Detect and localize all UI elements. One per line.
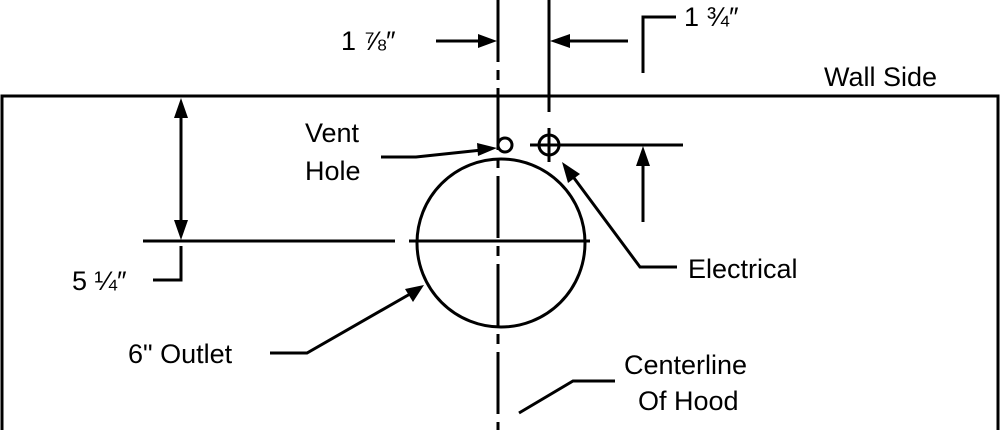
dim-left-offset-label: 1 ⅞″ — [341, 26, 396, 56]
outlet-circle — [415, 157, 587, 329]
wall-side-label: Wall Side — [824, 62, 937, 92]
outlet-leader — [270, 292, 411, 355]
electrical-arrowhead — [562, 162, 580, 183]
outlet-label: 6" Outlet — [128, 339, 233, 369]
vent-hole-label-line1: Vent — [305, 118, 360, 148]
hood-outline — [0, 94, 1000, 430]
vent-hole-arrowhead — [477, 143, 497, 156]
dim-right-arrowhead — [550, 34, 570, 48]
dim-right-leader — [641, 15, 676, 73]
dim-left-arrowhead — [478, 34, 497, 48]
dim-depth-arrowhead-bottom — [174, 220, 188, 240]
vent-hole-label-line2: Hole — [305, 156, 361, 186]
centerline-label-line1: Centerline — [624, 350, 747, 380]
vent-hole — [496, 136, 514, 154]
dim-depth-label: 5 ¼″ — [72, 266, 127, 296]
vent-hole-leader — [381, 148, 483, 159]
outlet-arrowhead — [405, 285, 424, 302]
centerline-leader — [518, 379, 615, 415]
dim-depth-arrowhead-top — [174, 98, 188, 118]
electrical-leader — [572, 177, 677, 269]
dim-right-offset-label: 1 ¾″ — [684, 2, 739, 32]
dim-depth-leader — [153, 246, 183, 282]
electrical-height-arrowhead — [636, 146, 650, 166]
centerline-label-line2: Of Hood — [638, 386, 739, 416]
electrical-label: Electrical — [688, 254, 798, 284]
